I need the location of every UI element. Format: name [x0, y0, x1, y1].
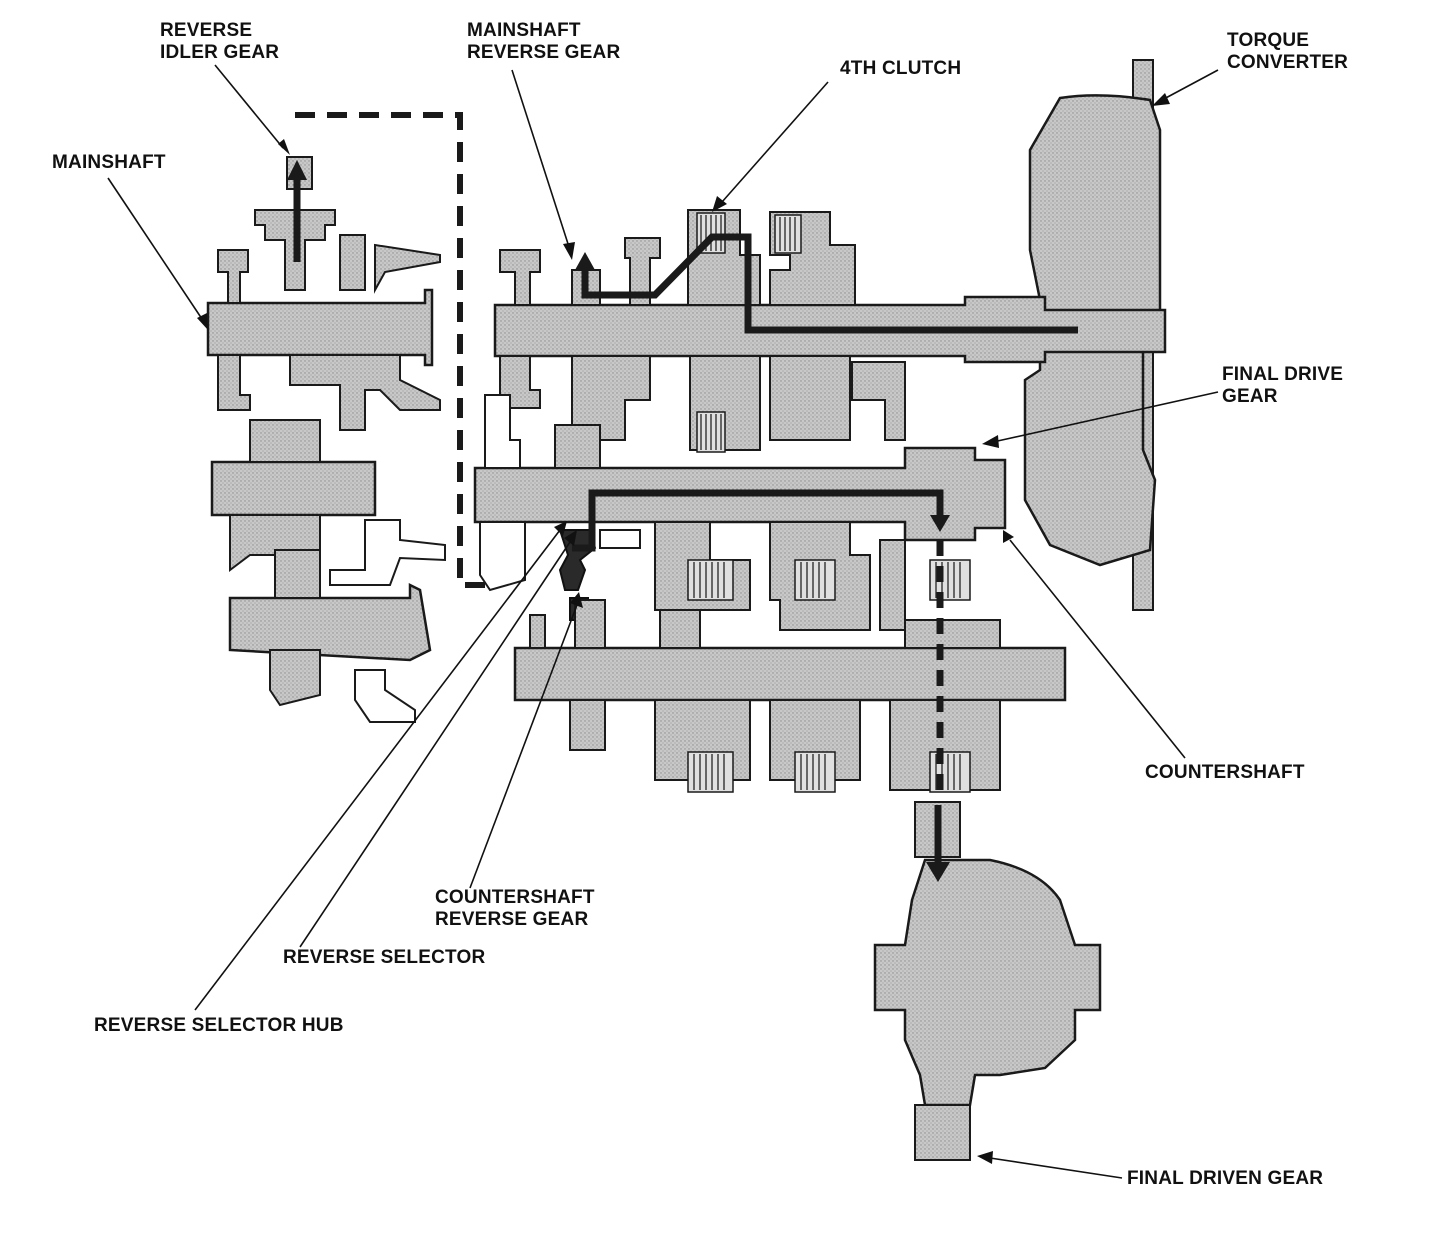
mainshaft-label: MAINSHAFT [52, 152, 166, 173]
differential [873, 801, 1102, 1161]
countershaft-reverse-gear-label: COUNTERSHAFT REVERSE GEAR [435, 887, 595, 931]
mainshaft-reverse-gear-label-line1: MAINSHAFT [467, 20, 581, 41]
torque-converter-label-line2: CONVERTER [1227, 52, 1349, 73]
torque-converter-label: TORQUE CONVERTER [1227, 30, 1348, 74]
reverse-selector-hub-label: REVERSE SELECTOR HUB [94, 1015, 344, 1036]
final-drive-gear-label: FINAL DRIVE GEAR [1222, 364, 1343, 408]
final-drive-gear-label-line2: GEAR [1222, 386, 1278, 407]
power-flow-path [287, 160, 1078, 882]
torque-converter-label-line1: TORQUE [1227, 30, 1310, 51]
reverse-idler-housing-outline [295, 112, 485, 588]
leader-lines [107, 64, 1219, 1179]
final-driven-gear-label: FINAL DRIVEN GEAR [1127, 1168, 1324, 1189]
reverse-idler-gear-label: REVERSE IDLER GEAR [160, 20, 279, 64]
countershaft-label: COUNTERSHAFT [1145, 762, 1305, 783]
final-drive-gear-label-line1: FINAL DRIVE [1222, 364, 1344, 385]
mainshaft-reverse-gear-label-line2: REVERSE GEAR [467, 42, 621, 63]
mainshaft-reverse-gear-label: MAINSHAFT REVERSE GEAR [467, 20, 620, 64]
reverse-idler-gear-label-line1: REVERSE [160, 20, 253, 41]
mainshaft-left [206, 156, 446, 723]
countershaft-reverse-gear-label-line2: REVERSE GEAR [435, 909, 589, 930]
reverse-idler-gear-label-line2: IDLER GEAR [160, 42, 280, 63]
countershaft-reverse-gear-label-line1: COUNTERSHAFT [435, 887, 595, 908]
fourth-clutch-label: 4TH CLUTCH [840, 58, 962, 79]
secondary-shaft [513, 559, 1067, 793]
reverse-selector-label: REVERSE SELECTOR [283, 947, 486, 968]
